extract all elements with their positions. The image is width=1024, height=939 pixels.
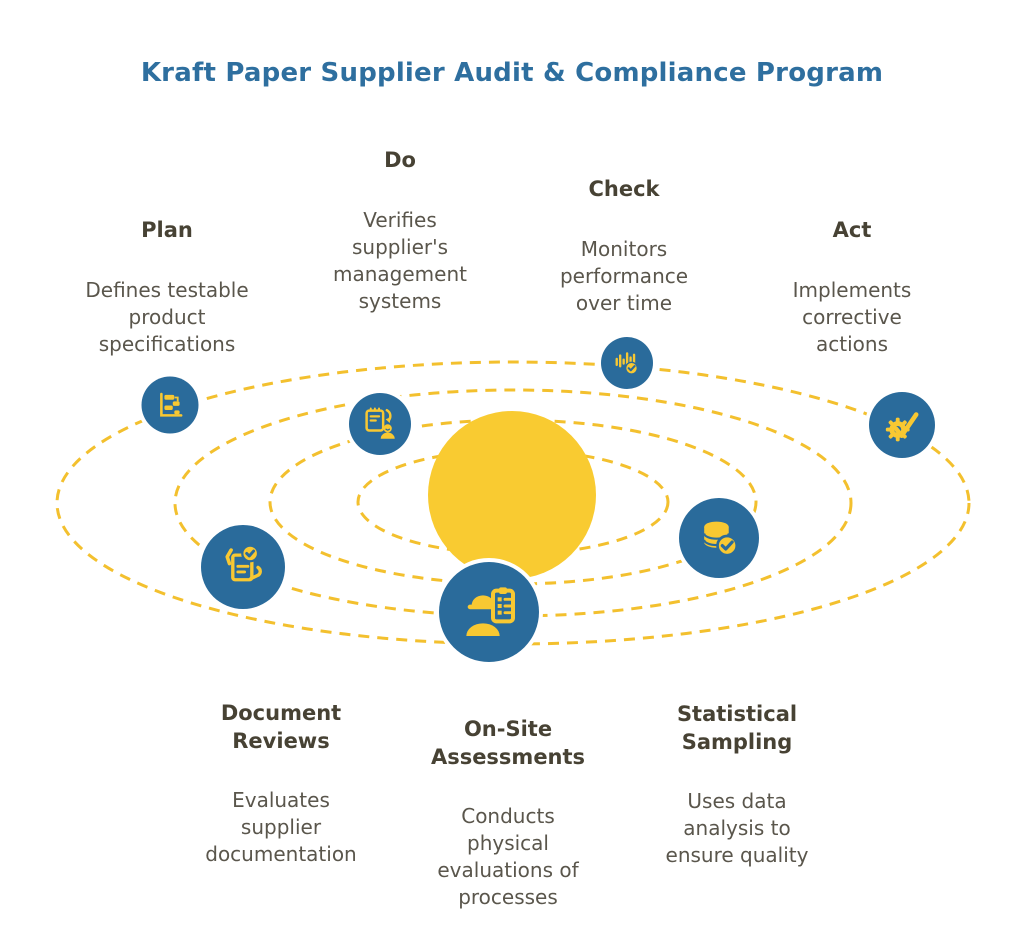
stage-title: Check xyxy=(588,177,660,201)
central-circle xyxy=(428,411,596,579)
method-title: On-Site Assessments xyxy=(430,717,586,769)
stage-title: Plan xyxy=(141,218,193,242)
gantt-chart-icon xyxy=(160,393,183,417)
statistical-sampling-node xyxy=(679,498,759,578)
orbit-ring-3 xyxy=(173,388,853,618)
stage-title: Act xyxy=(832,218,872,242)
bar-chart-check-icon xyxy=(615,352,639,376)
do-node xyxy=(349,393,411,455)
method-description: Evaluates supplier documentation xyxy=(205,788,357,867)
check-node xyxy=(601,337,653,389)
method-description: Conducts physical evaluations of process… xyxy=(437,804,579,910)
method-title: Document Reviews xyxy=(220,701,342,753)
stage-description: Verifies supplier's management systems xyxy=(333,207,467,313)
method-description: Uses data analysis to ensure quality xyxy=(665,789,809,868)
method-label-on-site-assessments: On-Site Assessments Conducts physical ev… xyxy=(398,697,618,930)
stage-description: Defines testable product specifications xyxy=(85,277,249,356)
on-site-assessments-node xyxy=(439,562,539,662)
clipboard-person-icon xyxy=(365,407,395,439)
document-check-icon xyxy=(225,544,263,582)
stage-description: Monitors performance over time xyxy=(559,236,689,315)
stage-description: Implements corrective actions xyxy=(792,277,912,356)
plan-node xyxy=(141,376,199,434)
stage-label-do: Do Verifies supplier's management system… xyxy=(310,128,490,334)
worker-clipboard-icon xyxy=(466,587,515,636)
method-label-document-reviews: Document Reviews Evaluates supplier docu… xyxy=(171,681,391,887)
method-title: Statistical Sampling xyxy=(676,702,798,754)
stage-label-check: Check Monitors performance over time xyxy=(534,157,714,336)
gear-check-icon xyxy=(885,412,919,442)
database-check-icon xyxy=(703,522,739,557)
document-reviews-node xyxy=(201,525,285,609)
method-label-statistical-sampling: Statistical Sampling Uses data analysis … xyxy=(632,682,842,888)
stage-label-plan: Plan Defines testable product specificat… xyxy=(62,198,272,377)
stage-title: Do xyxy=(384,148,416,172)
stage-label-act: Act Implements corrective actions xyxy=(762,198,942,377)
act-node xyxy=(869,392,935,458)
page-title: Kraft Paper Supplier Audit & Compliance … xyxy=(140,58,884,88)
